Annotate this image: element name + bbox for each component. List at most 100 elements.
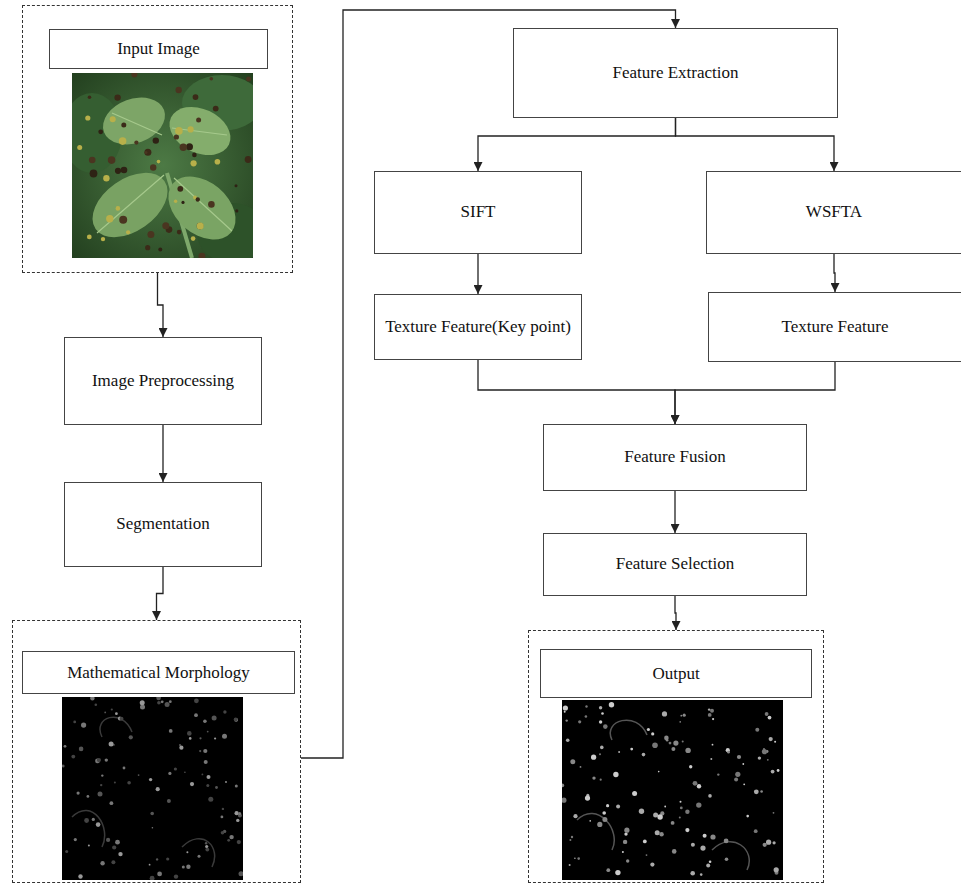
spot [152, 827, 154, 829]
spot [212, 716, 217, 721]
spot [743, 783, 745, 785]
spot [774, 741, 776, 743]
spot [198, 253, 205, 258]
spot [204, 760, 208, 764]
spot [700, 873, 703, 876]
spot [229, 835, 233, 839]
spot [106, 838, 110, 842]
spot [98, 129, 103, 134]
spot [150, 812, 154, 816]
spot [140, 705, 145, 710]
spot [88, 845, 90, 847]
spot [624, 828, 629, 833]
spot [562, 798, 567, 803]
spot [685, 810, 689, 814]
spot [202, 774, 204, 776]
spot [760, 790, 763, 793]
spot [599, 753, 601, 755]
spot [680, 801, 682, 803]
spot [653, 812, 658, 817]
spot [205, 845, 208, 848]
image-panel: Output [528, 630, 824, 883]
spot [600, 779, 602, 781]
spot [763, 843, 767, 847]
spot [198, 855, 201, 858]
process-box: WSFTA [706, 171, 961, 254]
spot [208, 201, 215, 208]
spot [116, 206, 121, 211]
spot [157, 160, 161, 164]
spot [602, 817, 607, 822]
spot [221, 831, 225, 835]
spot [104, 712, 106, 714]
process-box: Segmentation [64, 482, 262, 567]
spot [156, 858, 158, 860]
spot [762, 749, 767, 754]
spot [734, 777, 738, 781]
spot [773, 812, 775, 814]
spot [768, 716, 772, 720]
spot [606, 868, 610, 872]
spot [710, 834, 715, 839]
spot [121, 167, 128, 174]
spot [106, 215, 113, 222]
spot [88, 95, 92, 99]
spot [589, 820, 591, 822]
spot [196, 197, 200, 201]
spot [101, 774, 103, 776]
spot [109, 742, 114, 747]
spot [176, 87, 182, 93]
spot [755, 728, 759, 732]
spot [657, 814, 662, 819]
spot [245, 156, 252, 163]
spot [626, 859, 629, 862]
spot [214, 737, 216, 739]
output-image [562, 700, 783, 880]
spot [215, 786, 218, 789]
panel-heading: Output [540, 649, 812, 698]
spot [197, 222, 204, 229]
spot [194, 713, 198, 717]
spot [709, 860, 712, 863]
spot [87, 235, 92, 240]
spot [679, 721, 681, 723]
spot [121, 122, 126, 127]
spot [92, 818, 95, 821]
spot [169, 700, 172, 703]
spot [566, 738, 570, 742]
spot [145, 151, 148, 154]
spot [89, 157, 96, 164]
spot [616, 804, 620, 808]
spot [601, 712, 604, 715]
spot [186, 851, 188, 853]
spot [161, 700, 164, 703]
spot [115, 840, 120, 845]
spot [223, 710, 226, 713]
spot [103, 175, 109, 181]
spot [632, 791, 637, 796]
spot [685, 828, 689, 832]
spot [206, 784, 209, 787]
spot [111, 860, 115, 864]
spot [87, 795, 90, 798]
spot [693, 781, 698, 786]
image-panel: Mathematical Morphology [12, 620, 301, 883]
spot [562, 784, 564, 788]
spot [115, 168, 121, 174]
spot [580, 766, 582, 768]
spot [62, 764, 65, 767]
spot [158, 248, 162, 252]
spot [742, 763, 744, 765]
spot [149, 778, 152, 781]
spot [585, 796, 590, 801]
spot [666, 739, 669, 742]
spot [188, 126, 194, 132]
spot [691, 843, 695, 847]
spot [724, 839, 729, 844]
spot [758, 756, 761, 759]
spot [186, 865, 190, 869]
spot [74, 838, 77, 841]
spot [191, 160, 197, 166]
spot [671, 821, 675, 825]
spot [569, 864, 571, 866]
